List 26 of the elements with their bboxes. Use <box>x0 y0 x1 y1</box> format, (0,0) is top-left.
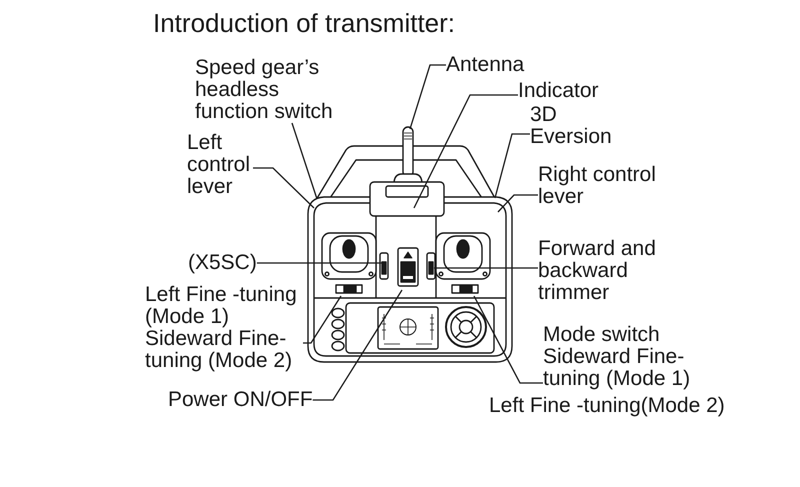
leader-line <box>413 94 518 208</box>
leader-line <box>253 167 314 208</box>
part-label: (X5SC) <box>188 252 257 274</box>
part-label: 3D Eversion <box>530 104 625 148</box>
part-label: Indicator <box>518 80 599 102</box>
part-label: Power ON/OFF <box>168 389 313 411</box>
part-label: Sideward Fine- tuning (Mode 1) <box>543 346 693 390</box>
leader-line <box>498 194 538 212</box>
leader-line <box>291 122 318 200</box>
leader-line <box>473 296 543 384</box>
part-label: Right control lever <box>538 164 668 208</box>
part-label: Left control lever <box>187 132 253 198</box>
part-label: Antenna <box>446 54 524 76</box>
part-label: Mode switch <box>543 324 660 346</box>
leader-line <box>494 133 530 198</box>
leader-line <box>312 290 403 401</box>
leader-line <box>434 267 538 269</box>
part-label: Left Fine -tuning(Mode 2) <box>489 395 725 417</box>
diagram-title: Introduction of transmitter: <box>153 8 456 38</box>
leader-line <box>256 262 383 264</box>
part-label: Speed gear’s headless function switch <box>195 57 345 123</box>
part-label: Forward and backward trimmer <box>538 238 668 304</box>
leader-line <box>303 296 342 344</box>
part-label: Left Fine -tuning (Mode 1) <box>145 284 298 328</box>
part-label: Sideward Fine- tuning (Mode 2) <box>145 328 294 372</box>
leader-line <box>409 64 446 130</box>
